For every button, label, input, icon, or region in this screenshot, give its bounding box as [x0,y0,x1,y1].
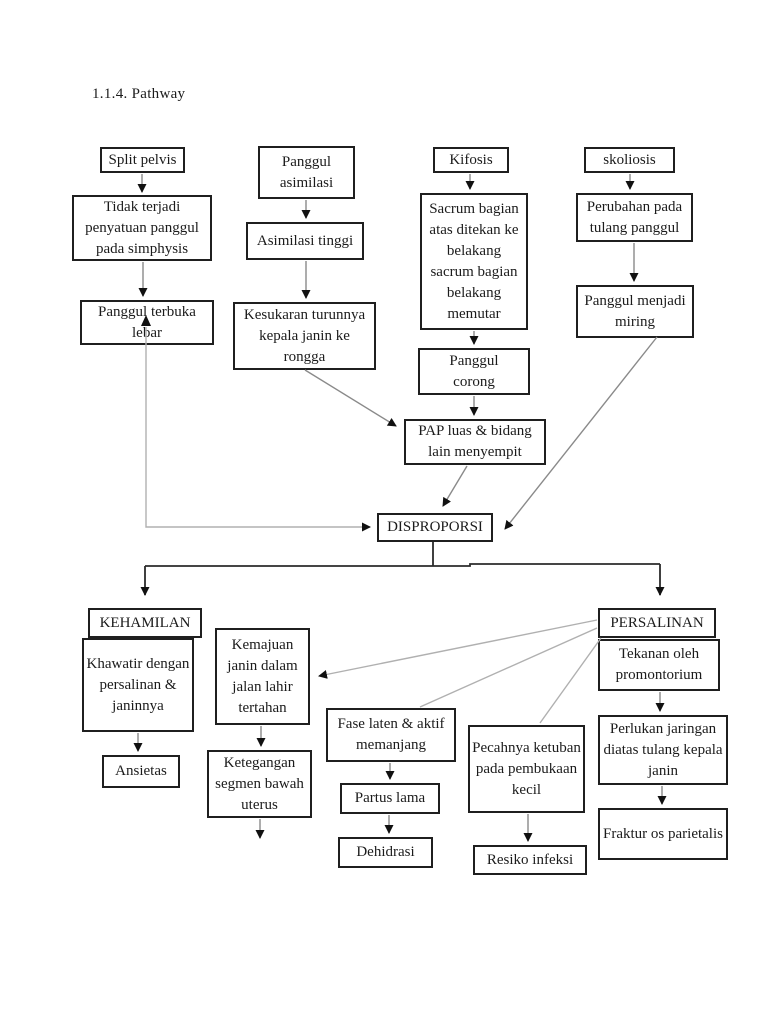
node-label: Panggul menjadi miring [584,292,686,330]
node-label: Kesukaran turunnya kepala janin ke rongg… [243,306,366,365]
node-perlukan: Perlukan jaringan diatas tulang kepala j… [598,715,728,785]
node-label: Split pelvis [108,151,177,168]
node-dehidrasi: Dehidrasi [338,837,433,868]
node-panggul-corong: Panggul corong [418,348,530,395]
node-label: PAP luas & bidang lain menyempit [418,423,532,460]
node-label: Perubahan pada tulang panggul [586,198,683,236]
node-label: Kemajuan janin dalam jalan lahir tertaha… [227,636,298,716]
node-label: Fraktur os parietalis [603,825,723,842]
node-label: PERSALINAN [610,614,704,631]
node-label: Dehidrasi [356,844,415,860]
node-kemajuan: Kemajuan janin dalam jalan lahir tertaha… [215,628,310,725]
node-label: Khawatir dengan persalinan & janinnya [86,655,190,714]
node-pap-luas: PAP luas & bidang lain menyempit [404,419,546,465]
node-ansietas: Ansietas [102,755,180,788]
node-label: skoliosis [603,151,656,168]
node-perubahan-tulang: Perubahan pada tulang panggul [576,193,693,242]
page-title: 1.1.4. Pathway [92,86,186,102]
node-panggul-miring: Panggul menjadi miring [576,285,694,338]
node-label: Asimilasi tinggi [256,232,354,249]
node-split-pelvis: Split pelvis [100,147,185,173]
node-resiko-infeksi: Resiko infeksi [473,845,587,875]
node-ketegangan: Ketegangan segmen bawah uterus [207,750,312,818]
node-pecahnya: Pecahnya ketuban pada pembukaan kecil [468,725,585,813]
node-label: Fase laten & aktif memanjang [337,716,445,753]
node-label: DISPROPORSI [387,519,483,535]
node-tidak-terjadi: Tidak terjadi penyatuan panggul pada sim… [72,195,212,261]
node-khawatir: Khawatir dengan persalinan & janinnya [82,638,194,732]
node-label: Resiko infeksi [486,851,574,868]
node-label: KEHAMILAN [99,614,191,631]
node-label: Ketegangan segmen bawah uterus [215,754,304,813]
node-kifosis: Kifosis [433,147,509,173]
node-panggul-asimilasi: Panggul asimilasi [258,146,355,199]
node-kesukaran: Kesukaran turunnya kepala janin ke rongg… [233,302,376,370]
node-label: Pecahnya ketuban pada pembukaan kecil [472,739,581,798]
node-label: Tidak terjadi penyatuan panggul pada sim… [85,198,199,257]
node-skoliosis: skoliosis [584,147,675,173]
node-fraktur: Fraktur os parietalis [598,808,728,860]
node-label: Panggul asimilasi [279,153,334,191]
node-label: Perlukan jaringan diatas tulang kepala j… [603,720,723,779]
node-label: Kifosis [449,151,493,168]
node-label: Panggul corong [449,352,499,390]
node-label: Sacrum bagian atas ditekan ke belakang s… [429,200,519,322]
node-label: Ansietas [115,763,167,779]
node-partus-lama: Partus lama [340,783,440,814]
node-tekanan: Tekanan oleh promontorium [598,639,720,691]
node-persalinan: PERSALINAN [598,608,716,638]
node-panggul-terbuka: Panggul terbuka lebar [80,300,214,345]
node-kehamilan: KEHAMILAN [88,608,202,638]
node-sacrum: Sacrum bagian atas ditekan ke belakang s… [420,193,528,330]
node-fase-laten: Fase laten & aktif memanjang [326,708,456,762]
node-asimilasi-tinggi: Asimilasi tinggi [246,222,364,260]
node-disproporsi: DISPROPORSI [377,513,493,542]
node-label: Panggul terbuka lebar [98,303,196,341]
node-label: Partus lama [354,790,426,806]
node-label: Tekanan oleh promontorium [615,646,703,683]
